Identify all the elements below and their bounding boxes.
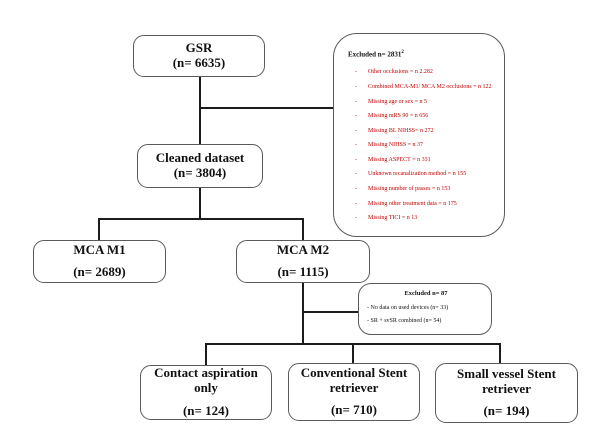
node-small-vessel-stent-retriever-label: Small vessel Stent retriever bbox=[457, 365, 556, 396]
node-gsr-label: GSR bbox=[185, 40, 213, 56]
node-small-vessel-stent-retriever-count: (n= 194) bbox=[483, 403, 530, 419]
node-mca-m2-label: MCA M2 bbox=[276, 242, 330, 258]
excluded-main-title: Excluded n= 28312 bbox=[348, 50, 494, 58]
connector-to-mca-m2 bbox=[302, 218, 304, 240]
connector-to-conventional bbox=[352, 343, 354, 363]
node-small-vessel-stent-retriever: Small vessel Stent retriever (n= 194) bbox=[435, 363, 578, 423]
excluded-main-title-text: Excluded n= 2831 bbox=[348, 50, 402, 59]
node-gsr: GSR (n= 6635) bbox=[133, 35, 265, 77]
connector-to-small-vessel bbox=[499, 343, 501, 363]
node-conventional-stent-retriever-label: Conventional Stent retriever bbox=[300, 364, 408, 395]
node-cleaned-dataset-label: Cleaned dataset bbox=[155, 150, 245, 166]
excluded-devices-item: - SR + svSR combined (n= 54) bbox=[367, 318, 442, 324]
connector-to-excluded-main bbox=[199, 107, 333, 109]
excluded-main-item: Missing age or sex = n 5 bbox=[355, 95, 494, 110]
connector-to-excluded-devices bbox=[302, 311, 358, 313]
excluded-devices-title: Excluded n= 87 bbox=[404, 290, 448, 297]
excluded-main-item: Missing other treatment data = n 175 bbox=[355, 197, 494, 212]
connector-mca-m2-down bbox=[302, 283, 304, 345]
connector-gsr-down bbox=[199, 77, 201, 144]
excluded-main-item: Missing BL NIHSS= n 272 bbox=[355, 124, 494, 139]
excluded-main-item: Missing mRS 90 = n 656 bbox=[355, 109, 494, 124]
node-mca-m2: MCA M2 (n= 1115) bbox=[236, 240, 370, 283]
excluded-main-item: Other occlusions = n 2.282 bbox=[355, 65, 494, 80]
node-conventional-stent-retriever: Conventional Stent retriever (n= 710) bbox=[288, 363, 420, 421]
excluded-main-item: Missing TICI = n 13 bbox=[355, 211, 494, 226]
excluded-main-box: Excluded n= 28312 Other occlusions = n 2… bbox=[333, 33, 505, 237]
connector-to-contact bbox=[205, 343, 207, 365]
node-contact-aspiration: Contact aspiration only (n= 124) bbox=[140, 365, 272, 420]
excluded-main-item: Missing ASPECT = n 331 bbox=[355, 153, 494, 168]
excluded-main-footnote-marker: 2 bbox=[401, 50, 404, 55]
node-mca-m2-count: (n= 1115) bbox=[277, 264, 329, 279]
excluded-main-item: Missing NIHSS = n 37 bbox=[355, 138, 494, 153]
connector-cleaned-down bbox=[199, 188, 201, 220]
node-mca-m1-count: (n= 2689) bbox=[73, 264, 126, 279]
connector-to-mca-m1 bbox=[98, 218, 100, 240]
node-contact-aspiration-count: (n= 124) bbox=[182, 402, 230, 418]
excluded-devices-item: - No data on used devices (n= 33) bbox=[367, 305, 449, 311]
excluded-devices-box: Excluded n= 87 - No data on used devices… bbox=[358, 283, 492, 335]
node-mca-m1: MCA M1 (n= 2689) bbox=[33, 240, 166, 283]
node-mca-m1-label: MCA M1 bbox=[73, 242, 126, 258]
node-cleaned-dataset-count: (n= 3804) bbox=[173, 165, 227, 180]
excluded-main-item: Missing number of passes = n 153 bbox=[355, 182, 494, 197]
node-cleaned-dataset: Cleaned dataset (n= 3804) bbox=[137, 144, 263, 188]
node-contact-aspiration-label: Contact aspiration only bbox=[154, 365, 258, 396]
excluded-main-item: Unknown recanalization method = n 155 bbox=[355, 167, 494, 182]
node-gsr-count: (n= 6635) bbox=[172, 55, 226, 70]
node-conventional-stent-retriever-count: (n= 710) bbox=[330, 402, 378, 418]
excluded-main-item: Combined MCA-M1/ MCA M2 occlusions = n 1… bbox=[355, 80, 494, 95]
connector-branch-mca bbox=[98, 218, 304, 220]
